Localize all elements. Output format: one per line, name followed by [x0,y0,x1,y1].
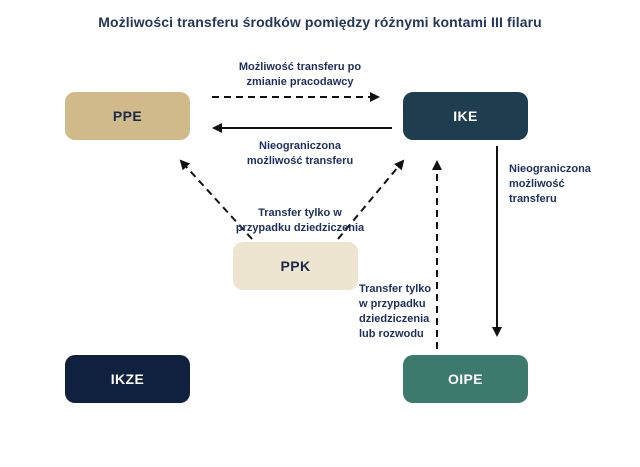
edge-label-ppe-to-ike: Możliwość transferu po zmianie pracodawc… [238,61,362,88]
node-oipe-label: OIPE [447,371,484,387]
node-ppk: PPK [233,242,358,290]
node-ppe: PPE [65,92,190,140]
diagram-title: Możliwości transferu środków pomiędzy ró… [98,14,542,30]
arrow-ppk-to-ike-icon [337,159,405,240]
edge-label-ike-to-oipe: Nieograniczona możliwość transferu [509,163,591,205]
edge-label-ppk-inheritance: Transfer tylko w przypadku dziedziczenia [235,207,365,234]
node-ppk-label: PPK [280,258,311,274]
node-oipe: OIPE [403,355,528,403]
node-ike: IKE [403,92,528,140]
arrow-ppk-to-ppe-icon [179,159,253,240]
node-ikze-label: IKZE [110,371,145,387]
edge-label-oipe-to-ike: Transfer tylko w przypadku dziedziczenia… [359,283,432,340]
node-ike-label: IKE [453,108,478,124]
edge-label-ike-to-ppe: Nieograniczona możliwość transferu [246,140,354,167]
node-ppe-label: PPE [112,108,143,124]
node-ikze: IKZE [65,355,190,403]
